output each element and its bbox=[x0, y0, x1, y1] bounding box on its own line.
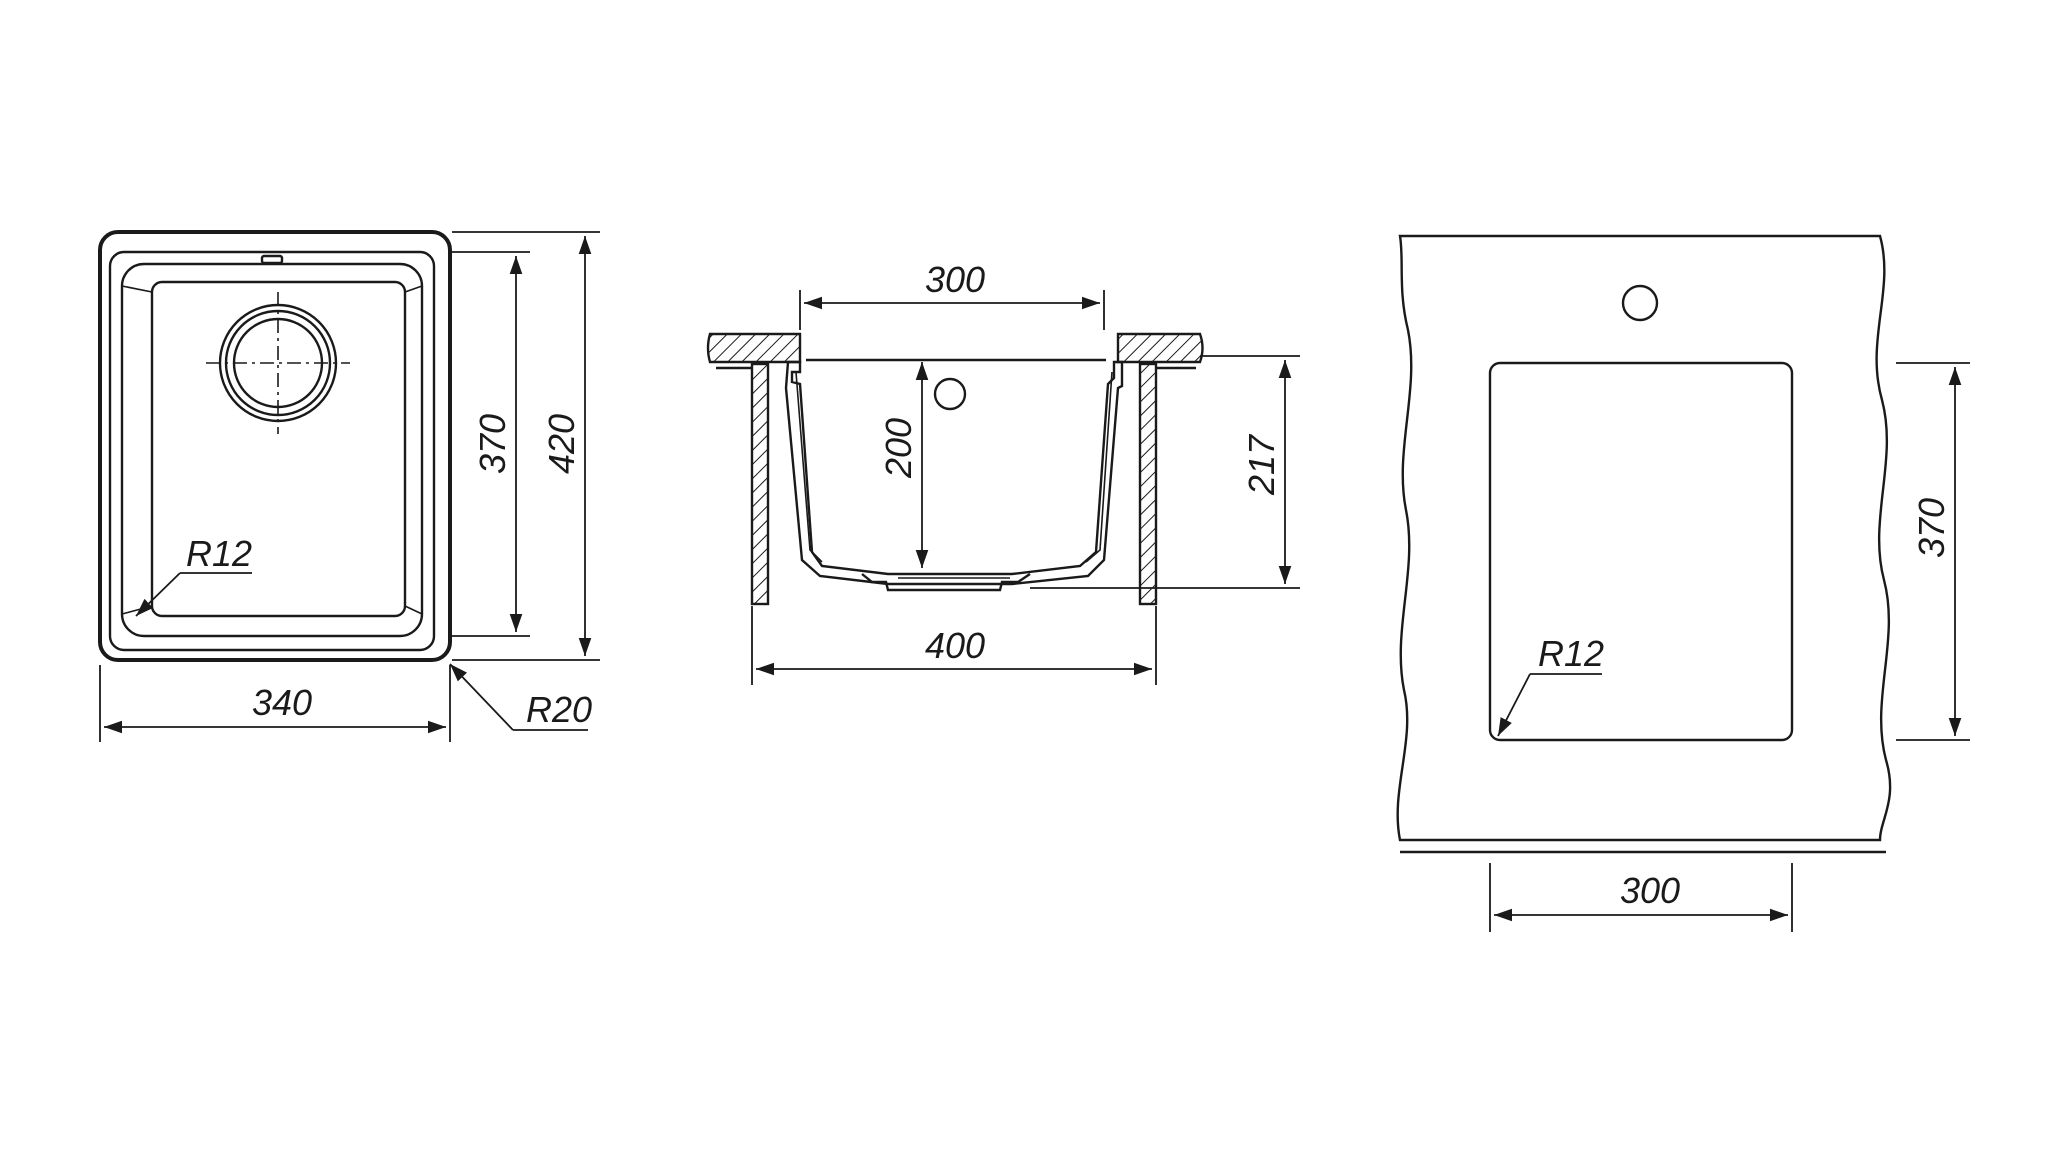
tap-hole bbox=[1621, 284, 1659, 322]
cabinet-wall-right bbox=[1138, 362, 1158, 606]
countertop-outline bbox=[1396, 234, 1892, 842]
cutout-width-dimension-label: 300 bbox=[1620, 870, 1680, 911]
cutout-radius-leader bbox=[1497, 673, 1531, 737]
sink-rim-outline bbox=[108, 250, 436, 652]
overflow-hole bbox=[933, 377, 967, 411]
bowl-bottom-outline bbox=[150, 280, 407, 618]
sink-bowl-outer bbox=[784, 360, 1124, 586]
width-dimension-label: 340 bbox=[252, 682, 312, 723]
total-depth-dimension-label: 217 bbox=[1241, 433, 1282, 496]
inner-length-dimension-label: 370 bbox=[472, 414, 513, 474]
sink-outer-outline bbox=[98, 230, 452, 662]
cutout-outline bbox=[1488, 361, 1794, 742]
bowl-width-dimension-label: 300 bbox=[925, 259, 985, 300]
inner-radius-label: R12 bbox=[186, 533, 252, 574]
drain-boss bbox=[861, 573, 1031, 592]
outer-length-dimension-label: 420 bbox=[541, 414, 582, 474]
outer-radius-leader bbox=[449, 663, 514, 731]
cutout-radius-label: R12 bbox=[1538, 633, 1604, 674]
inner-radius-leader bbox=[135, 572, 181, 617]
top-view: 340 370 420 R12 R20 bbox=[98, 230, 600, 742]
overall-width-dimension-label: 400 bbox=[925, 625, 985, 666]
bowl-depth-dimension-label: 200 bbox=[878, 418, 919, 479]
cabinet-wall-left bbox=[750, 362, 770, 606]
overflow-slot bbox=[260, 254, 284, 265]
cutout-view: 300 370 R12 bbox=[1396, 234, 1970, 932]
countertop-right bbox=[1116, 332, 1204, 364]
section-view: 300 200 217 400 bbox=[706, 259, 1300, 685]
outer-radius-label: R20 bbox=[526, 689, 592, 730]
cutout-length-dimension-label: 370 bbox=[1911, 498, 1952, 558]
countertop-left bbox=[706, 332, 802, 364]
